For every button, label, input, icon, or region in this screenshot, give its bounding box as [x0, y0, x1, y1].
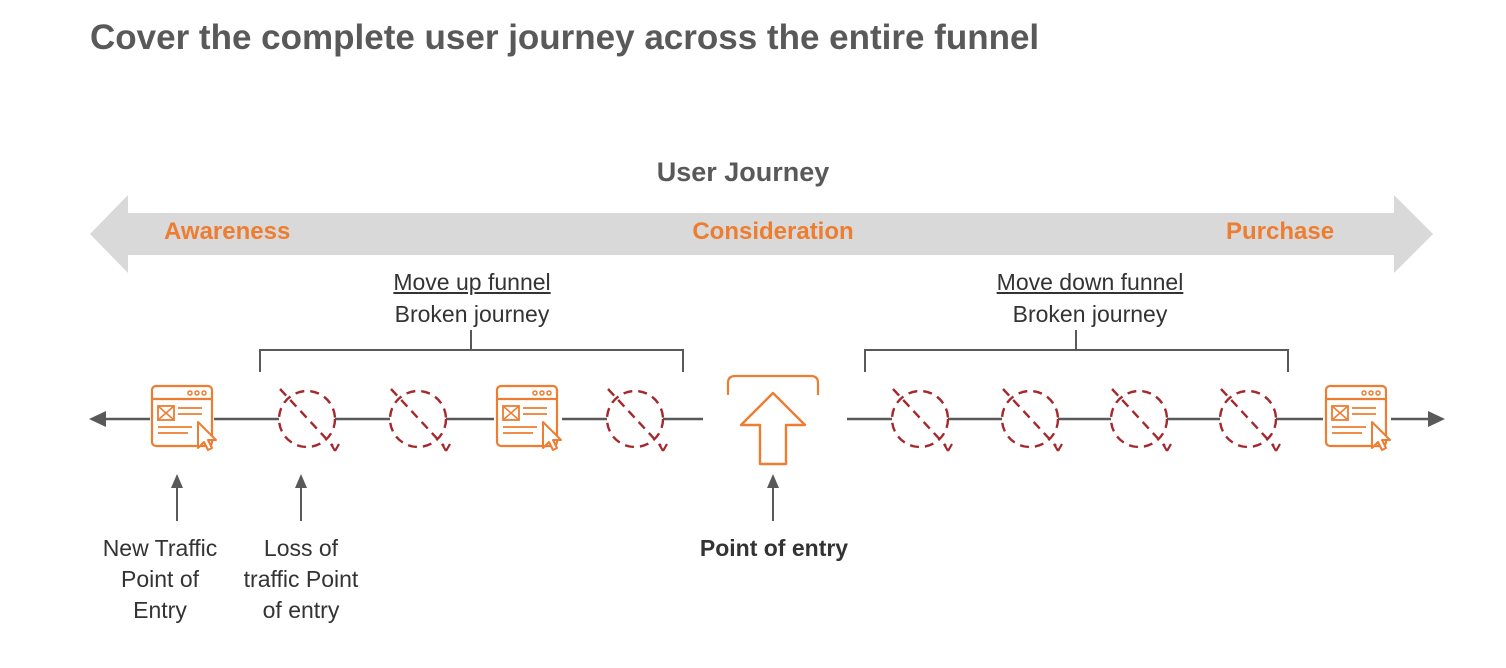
page-title: Cover the complete user journey across t… — [90, 18, 1040, 57]
stage-consideration: Consideration — [692, 218, 854, 245]
bracket-down — [864, 330, 1289, 372]
entry-frame — [726, 374, 820, 395]
caption-new-traffic: New Traffic Point of Entry — [102, 535, 218, 623]
timeline-right-arrowhead — [1428, 411, 1445, 427]
caption-point-of-entry: Point of entry — [699, 535, 849, 561]
pointer-arrow-loss — [295, 474, 307, 521]
section-up-heading: Move up funnel — [393, 269, 551, 295]
up-arrow-icon — [739, 391, 807, 466]
section-up-subheading: Broken journey — [394, 301, 550, 327]
section-down-subheading: Broken journey — [1012, 301, 1168, 327]
pointer-arrow-entry — [767, 474, 779, 521]
stage-awareness: Awareness — [164, 218, 291, 245]
timeline-left-arrowhead — [89, 411, 106, 427]
section-move-down: Move down funnel Broken journey — [940, 266, 1240, 330]
section-move-up: Move up funnel Broken journey — [322, 266, 622, 330]
caption-loss-of-traffic: Loss of traffic Point of entry — [243, 535, 359, 623]
user-journey-label: User Journey — [656, 157, 830, 187]
journey-band-arrow — [90, 195, 1433, 273]
pointer-arrow-new — [171, 474, 183, 521]
stage-purchase: Purchase — [1226, 218, 1335, 245]
section-down-heading: Move down funnel — [996, 269, 1184, 295]
bracket-up — [259, 330, 684, 372]
